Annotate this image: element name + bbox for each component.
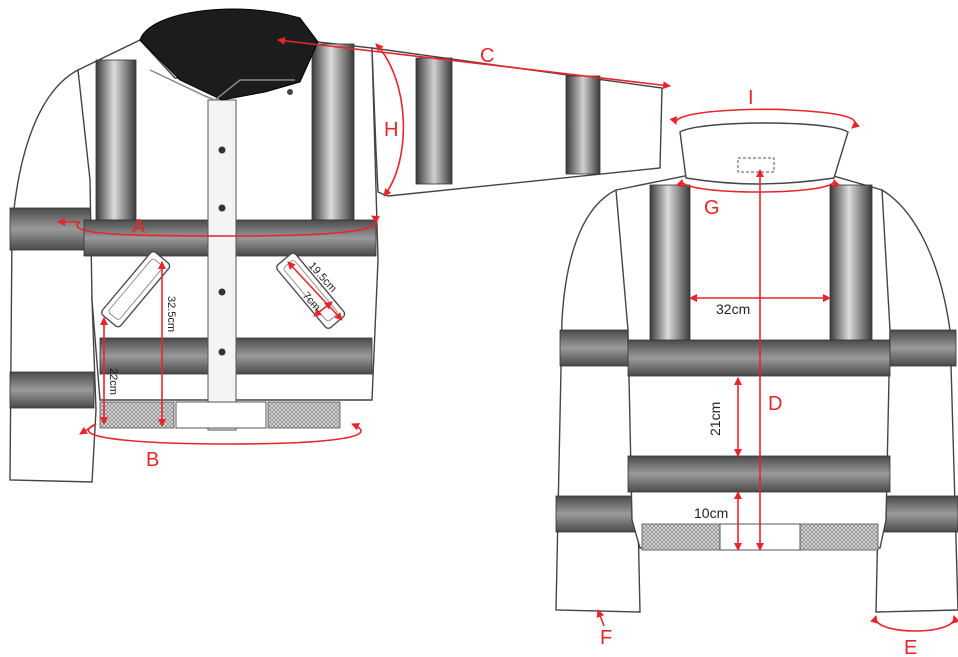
measure-a-ellipse	[76, 215, 381, 237]
dim-shoulder-tape-gap: 32cm	[716, 301, 750, 317]
button-2	[218, 204, 226, 212]
measure-pocket-width	[313, 301, 333, 317]
dim-bottom-gap: 10cm	[694, 505, 728, 521]
back-right-sleeve-tape-lower	[877, 495, 958, 533]
label-b: B	[146, 449, 159, 471]
measure-f-line	[596, 609, 605, 627]
label-d: D	[768, 393, 782, 415]
front-left-sleeve	[9, 68, 97, 483]
front-vertical-tape-left	[95, 59, 137, 221]
front-rib-left	[99, 401, 175, 429]
label-a: A	[132, 216, 146, 238]
measure-e-ellipse	[870, 615, 958, 632]
measurements: A B C H 32.5cm 22cm 19.5cm 7cm I G D 32c…	[57, 36, 958, 657]
back-left-sleeve-tape-upper	[559, 329, 635, 367]
measure-h-arc	[375, 43, 405, 197]
label-i: I	[748, 87, 754, 109]
label-c: C	[480, 45, 494, 67]
back-right-sleeve-tape-upper	[883, 329, 957, 367]
dim-pocket-height: 32.5cm	[165, 296, 177, 332]
label-f: F	[600, 627, 612, 649]
button-4	[218, 348, 226, 356]
back-left-sleeve-tape-lower	[555, 495, 639, 533]
front-rib-centre	[175, 401, 267, 429]
back-rib-left	[641, 523, 721, 551]
measure-i-ellipse	[669, 108, 860, 129]
back-chest-tape	[627, 339, 891, 377]
label-h: H	[384, 119, 398, 141]
front-left-sleeve-tape-lower	[9, 371, 95, 409]
collar-stud	[287, 89, 293, 95]
front-rib-right	[267, 401, 341, 429]
front-vertical-tape-right	[311, 43, 355, 221]
back-vertical-tape-right	[829, 184, 873, 346]
back-waist-tape	[627, 455, 891, 493]
back-jacket	[555, 122, 958, 613]
measure-c-line	[277, 36, 671, 90]
front-right-sleeve	[371, 47, 663, 197]
sleeve-tape-outer	[565, 75, 601, 175]
back-rib-right	[799, 523, 879, 551]
front-left-sleeve-tape-upper	[9, 207, 93, 251]
sleeve-tape-inner	[415, 57, 453, 185]
front-collar-fold	[149, 69, 295, 101]
dim-rib-to-pocket: 22cm	[107, 368, 119, 395]
front-zip-placket	[207, 99, 237, 431]
button-1	[218, 146, 226, 154]
label-e: E	[904, 637, 917, 657]
back-vertical-tape-left	[649, 184, 691, 346]
dim-band-gap: 21cm	[707, 402, 723, 436]
button-3	[218, 288, 226, 296]
measure-b-ellipse	[87, 423, 362, 445]
back-collar	[679, 122, 849, 185]
label-g: G	[704, 197, 720, 219]
measure-pocket-length	[287, 261, 343, 321]
